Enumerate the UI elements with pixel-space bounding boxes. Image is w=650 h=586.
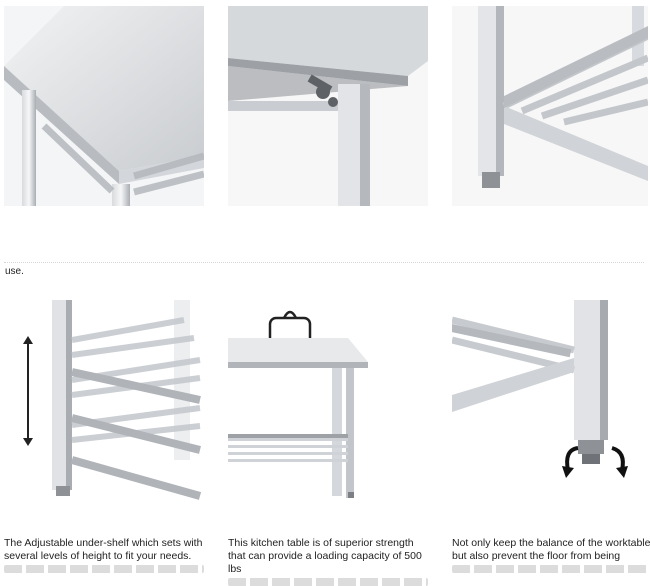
photo-worktop-corner [4,6,204,206]
fragment-strip: use. [0,252,650,282]
caption-balance: Not only keep the balance of the worktab… [452,537,650,573]
caption-load-capacity: This kitchen table is of superior streng… [228,537,428,586]
caption-text: This kitchen table is of superior streng… [228,537,422,575]
divider [4,252,644,263]
faded-text-line [4,565,204,573]
double-arrow-icon [23,336,33,446]
caption-adjustable-shelf: The Adjustable under-shelf which sets wi… [4,537,204,573]
caption-text: Not only keep the balance of the worktab… [452,537,650,562]
caption-text: The Adjustable under-shelf which sets wi… [4,537,203,562]
photo-adjustable-shelf [4,300,204,505]
photo-load-capacity [228,300,428,505]
photo-leg-and-shelf [452,6,648,206]
faded-text-line [452,565,650,573]
photo-folding-bracket [228,6,428,206]
rotate-arrows-icon [562,446,628,478]
fragment-text: use. [5,266,24,277]
photo-adjustable-foot [452,300,648,505]
faded-text-line [228,578,428,586]
